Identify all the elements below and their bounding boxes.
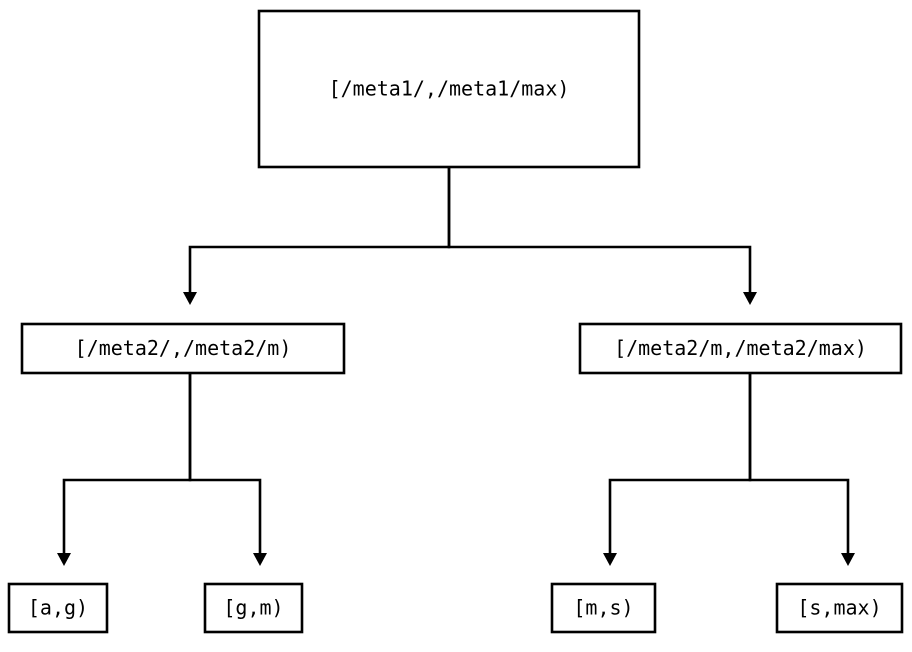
edge-mid-right-to-leaf-smax bbox=[748, 373, 855, 566]
edge-mid-left-to-leaf-gm bbox=[188, 373, 267, 566]
edge-connector-line bbox=[62, 373, 192, 553]
arrowhead-down-icon bbox=[743, 292, 757, 305]
node-label-leaf-ag: [a,g) bbox=[28, 596, 88, 620]
node-leaf-gm[interactable]: [g,m) bbox=[203, 582, 304, 634]
arrowhead-down-icon bbox=[253, 553, 267, 566]
arrowhead-down-icon bbox=[183, 292, 197, 305]
node-label-leaf-ms: [m,s) bbox=[573, 596, 633, 620]
node-leaf-ag[interactable]: [a,g) bbox=[7, 582, 109, 634]
edge-mid-right-to-leaf-ms bbox=[603, 373, 752, 566]
edge-connector-line bbox=[748, 373, 850, 553]
node-label-leaf-smax: [s,max) bbox=[797, 596, 881, 620]
arrowhead-down-icon bbox=[57, 553, 71, 566]
node-box-leaf-gm[interactable] bbox=[203, 582, 304, 634]
node-box-leaf-ag[interactable] bbox=[7, 582, 109, 634]
node-box-leaf-smax[interactable] bbox=[775, 582, 904, 634]
node-label-root: [/meta1/,/meta1/max) bbox=[329, 77, 570, 101]
edges-layer bbox=[57, 167, 855, 566]
edge-connector-line bbox=[447, 167, 752, 292]
node-leaf-ms[interactable]: [m,s) bbox=[550, 582, 657, 634]
node-box-mid-left[interactable] bbox=[20, 322, 346, 375]
node-box-mid-right[interactable] bbox=[578, 322, 903, 375]
edge-mid-left-to-leaf-ag bbox=[57, 373, 192, 566]
node-box-root[interactable] bbox=[257, 9, 641, 169]
edge-root-to-mid-right bbox=[447, 167, 757, 305]
node-label-leaf-gm: [g,m) bbox=[223, 596, 283, 620]
node-box-leaf-ms[interactable] bbox=[550, 582, 657, 634]
edge-connector-line bbox=[188, 167, 451, 292]
node-label-mid-left: [/meta2/,/meta2/m) bbox=[75, 336, 292, 360]
edge-root-to-mid-left bbox=[183, 167, 451, 305]
arrowhead-down-icon bbox=[603, 553, 617, 566]
nodes-layer: [/meta1/,/meta1/max) [/meta2/,/meta2/m) [/… bbox=[7, 9, 904, 634]
node-root[interactable]: [/meta1/,/meta1/max) bbox=[257, 9, 641, 169]
arrowhead-down-icon bbox=[841, 553, 855, 566]
node-leaf-smax[interactable]: [s,max) bbox=[775, 582, 904, 634]
edge-connector-line bbox=[608, 373, 752, 553]
node-mid-right[interactable]: [/meta2/m,/meta2/max) bbox=[578, 322, 903, 375]
edge-connector-line bbox=[188, 373, 262, 553]
node-label-mid-right: [/meta2/m,/meta2/max) bbox=[614, 336, 867, 360]
node-mid-left[interactable]: [/meta2/,/meta2/m) bbox=[20, 322, 346, 375]
